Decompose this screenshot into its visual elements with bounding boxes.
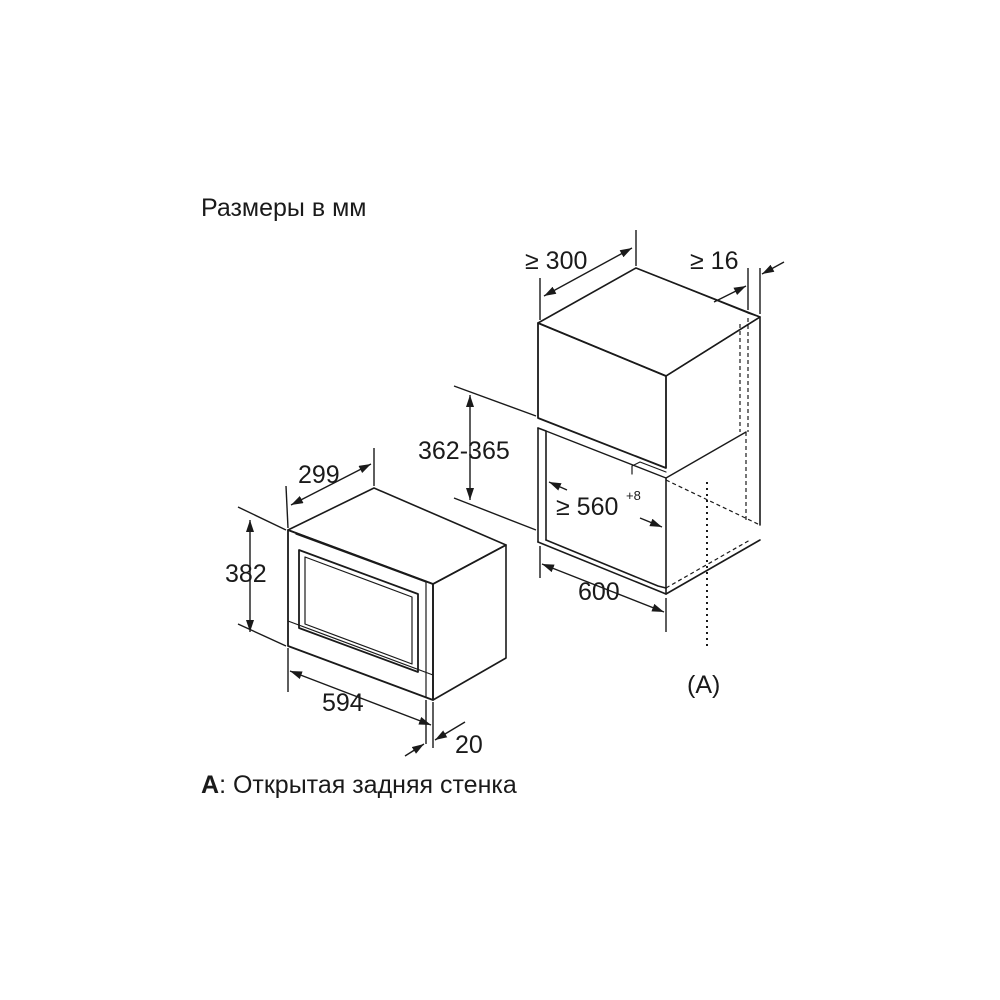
dim-line-16-right — [761, 261, 785, 275]
appliance-front-frame — [287, 529, 434, 701]
ext-line — [237, 506, 287, 531]
upper-cabinet-top — [537, 267, 761, 377]
cabinet-drawing — [537, 267, 761, 595]
appliance-door-window-inner — [304, 556, 413, 665]
dim-line-594 — [289, 670, 432, 726]
dim-label-300: ≥ 300 — [525, 247, 587, 275]
legend: A: Открытая задняя стенка — [201, 771, 517, 800]
dim-label-560-tolerance: +8 — [626, 488, 641, 503]
dim-label-560: ≥ 560 — [556, 493, 618, 521]
appliance-frame-edge — [295, 533, 427, 583]
dimension-labels: ≥ 300 ≥ 16 362-365 ≥ 560 +8 600 299 382 … — [225, 247, 738, 759]
dim-label-299: 299 — [298, 461, 340, 489]
ext-line — [237, 623, 287, 647]
ext-line — [453, 385, 537, 417]
appliance-door-window — [298, 549, 419, 673]
dim-line-560-right — [639, 517, 663, 528]
marker-a-label: (A) — [687, 671, 720, 699]
dim-line-300 — [543, 247, 633, 297]
back-panel-edge — [635, 267, 749, 314]
appliance-side — [432, 544, 507, 701]
dim-label-382: 382 — [225, 560, 267, 588]
ext-line — [285, 485, 289, 529]
appliance-drawing — [287, 487, 507, 701]
cabinet-hidden-lines — [665, 318, 761, 589]
hidden-line — [665, 479, 761, 526]
dim-line-20-left — [404, 743, 425, 757]
hidden-line — [665, 539, 751, 589]
dim-label-594: 594 — [322, 689, 364, 717]
upper-cabinet-side — [665, 316, 761, 526]
ext-line — [453, 497, 537, 531]
dim-line-299 — [290, 463, 372, 506]
cabinet-dimensions — [453, 230, 785, 632]
upper-cabinet-front — [537, 322, 667, 469]
niche-bottom-side — [665, 539, 761, 595]
niche-top-side — [665, 431, 747, 479]
dim-label-16: ≥ 16 — [690, 247, 738, 275]
legend-key: A — [201, 771, 220, 799]
appliance-top — [287, 487, 507, 585]
legend-separator: : — [219, 771, 227, 799]
legend-text: Открытая задняя стенка — [226, 771, 517, 799]
appliance-dimensions — [237, 448, 466, 757]
dim-line-16-left — [713, 285, 747, 303]
appliance-control-strip — [287, 620, 434, 676]
dim-line-600 — [541, 563, 665, 613]
niche-front-left — [537, 427, 547, 541]
dim-label-362-365: 362-365 — [418, 437, 510, 465]
back-panel-edge — [747, 312, 761, 318]
shelf-step — [631, 461, 667, 475]
dim-line-560-left — [548, 481, 568, 491]
dim-label-600: 600 — [578, 578, 620, 606]
niche-top-front — [545, 430, 667, 479]
dim-line-20-right — [434, 721, 466, 741]
diagram-title: Размеры в мм — [201, 194, 367, 222]
dim-label-20: 20 — [455, 731, 483, 759]
